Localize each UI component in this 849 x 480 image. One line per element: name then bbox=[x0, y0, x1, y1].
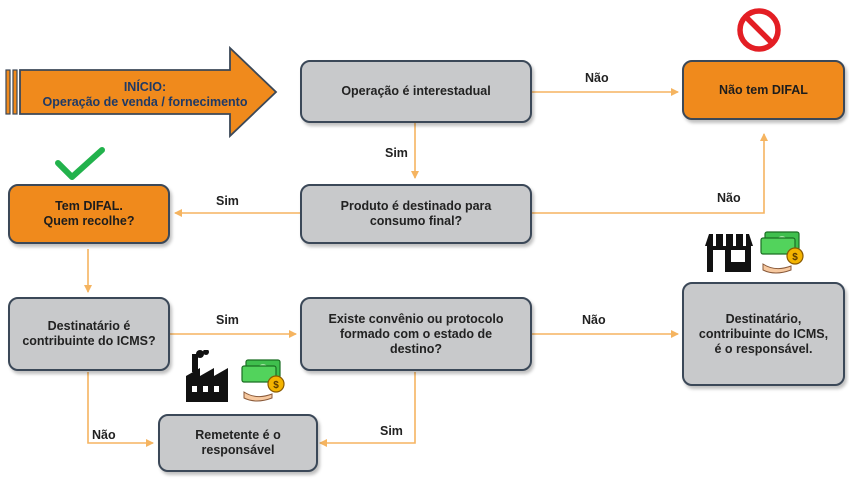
start-arrow-shape bbox=[5, 46, 278, 138]
label-taxpayer-no: Não bbox=[92, 428, 116, 442]
label-agreement-yes: Sim bbox=[380, 424, 403, 438]
money-hand-icon: $ bbox=[760, 231, 804, 274]
factory-money-icon: $ bbox=[186, 350, 285, 402]
node-no-difal: Não tem DIFAL bbox=[682, 60, 845, 120]
check-icon bbox=[55, 147, 105, 180]
start-label: INÍCIO: Operação de venda / fornecimento bbox=[20, 80, 270, 110]
arrow-agreement-to-sender bbox=[319, 372, 416, 447]
label-interstate-no: Não bbox=[585, 71, 609, 85]
start-subtitle: Operação de venda / fornecimento bbox=[42, 95, 248, 109]
node-interstate: Operação é interestadual bbox=[300, 60, 532, 123]
store-money-icon: $ bbox=[705, 231, 804, 274]
node-has-difal: Tem DIFAL. Quem recolhe? bbox=[8, 184, 170, 244]
label-interstate-yes: Sim bbox=[385, 146, 408, 160]
arrow-final-to-no-difal bbox=[532, 133, 768, 214]
factory-icon bbox=[186, 350, 228, 402]
svg-text:$: $ bbox=[273, 380, 279, 391]
node-agreement: Existe convênio ou protocolo formado com… bbox=[300, 297, 532, 371]
arrow-taxpayer-to-sender bbox=[87, 372, 154, 447]
node-recipient-taxpayer: Destinatário é contribuinte do ICMS? bbox=[8, 297, 170, 371]
start-title: INÍCIO: bbox=[123, 80, 167, 94]
label-agreement-no: Não bbox=[582, 313, 606, 327]
svg-text:$: $ bbox=[792, 252, 798, 263]
label-taxpayer-yes: Sim bbox=[216, 313, 239, 327]
label-final-no: Não bbox=[717, 191, 741, 205]
forbidden-icon bbox=[737, 8, 781, 52]
label-final-yes: Sim bbox=[216, 194, 239, 208]
money-hand-icon: $ bbox=[241, 359, 285, 402]
node-final-consumer: Produto é destinado para consumo final? bbox=[300, 184, 532, 244]
node-recipient-responsible: Destinatário, contribuinte do ICMS, é o … bbox=[682, 282, 845, 386]
node-sender-responsible: Remetente é o responsável bbox=[158, 414, 318, 472]
store-icon bbox=[705, 234, 753, 272]
